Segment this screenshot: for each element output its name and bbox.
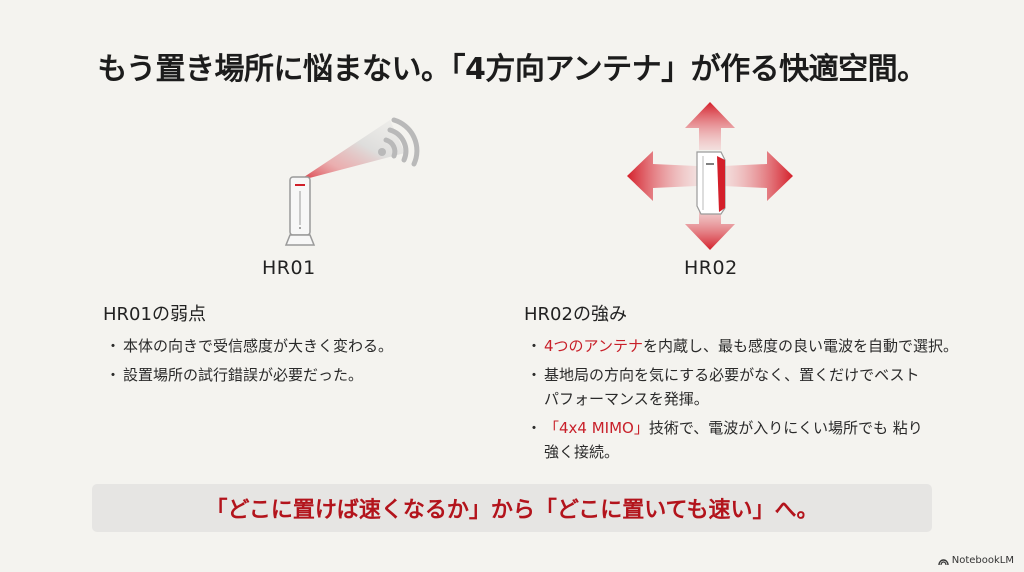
hr01-weakness-section: HR01の弱点 ・ 本体の向きで受信感度が大きく変わる。 ・ 設置場所の試行錯誤… (103, 300, 483, 392)
arrow-up-icon (685, 102, 735, 150)
model-label-hr01: HR01 (262, 257, 316, 279)
router-icon (284, 176, 316, 246)
arrow-left-icon (627, 151, 697, 201)
hr02-strength-section: HR02の強み ・ 4つのアンテナを内蔵し、最も感度の良い電波を自動で選択。 ・… (524, 300, 964, 469)
list-item: ・ 基地局の方向を気にする必要がなく、置くだけでベスト パフォーマンスを発揮。 (526, 366, 920, 408)
list-item: ・ 設置場所の試行錯誤が必要だった。 (105, 366, 364, 384)
router-hr01-signal-illustration (284, 117, 420, 246)
wifi-icon (378, 117, 420, 167)
list-item: ・ 「4x4 MIMO」技術で、電波が入りにくい場所でも 粘り強く接続。 (526, 419, 923, 461)
page-title: もう置き場所に悩まない。「4方向アンテナ」が作る快適空間。 (97, 52, 927, 87)
arrow-down-icon (685, 202, 735, 250)
section-title-hr01: HR01の弱点 (103, 304, 206, 325)
highlight-text: 「4x4 MIMO」 (544, 419, 649, 437)
model-label-hr02: HR02 (684, 257, 738, 279)
summary-banner: 「どこに置けば速くなるか」から「どこに置いても速い」へ。 (92, 484, 932, 532)
router-hr02-four-direction-illustration (627, 102, 793, 250)
brand-watermark: NotebookLM (938, 555, 1014, 566)
highlight-text: 4つのアンテナ (544, 337, 643, 355)
notebooklm-logo-icon (938, 558, 949, 565)
section-title-hr02: HR02の強み (524, 304, 627, 325)
list-item: ・ 本体の向きで受信感度が大きく変わる。 (105, 337, 394, 355)
arrow-right-icon (723, 151, 793, 201)
list-item: ・ 4つのアンテナを内蔵し、最も感度の良い電波を自動で選択。 (526, 337, 958, 355)
router-icon (696, 151, 726, 215)
